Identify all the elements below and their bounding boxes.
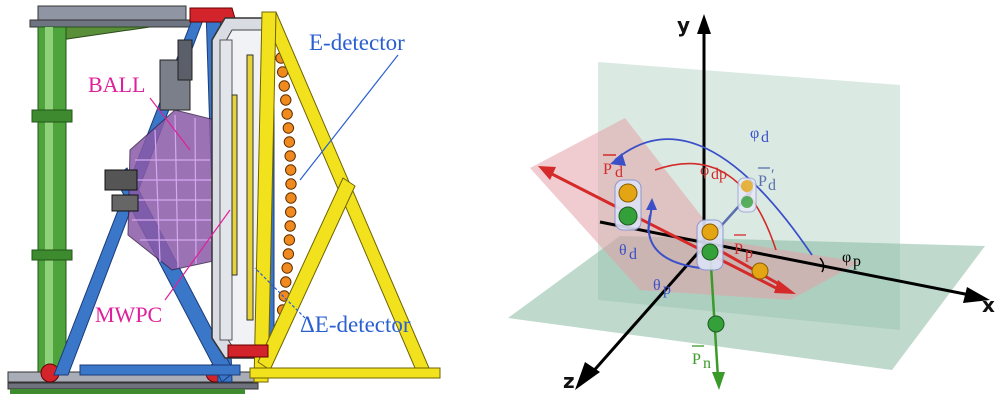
e-detector-block — [284, 150, 296, 162]
e-detector-block — [284, 220, 296, 232]
proton-ball — [618, 183, 638, 203]
de-detector-pointer — [254, 267, 306, 319]
label-mwpc: MWPC — [95, 302, 162, 327]
e-detector-block — [281, 262, 293, 274]
z-axis-label: z — [563, 369, 575, 393]
svg-text:φ: φ — [842, 249, 851, 266]
pn-arrow — [712, 372, 725, 390]
svg-text:p: p — [853, 253, 861, 270]
svg-text:θ: θ — [619, 242, 627, 259]
column-collar — [31, 109, 73, 123]
e-detector-block — [284, 164, 297, 176]
svg-text:d: d — [629, 246, 637, 263]
label-pp: P p — [734, 234, 753, 262]
pp-arrow — [774, 280, 796, 294]
e-detector-pointer — [299, 54, 399, 181]
ball-pointer — [149, 97, 191, 151]
label-theta-d: θ d — [619, 242, 637, 263]
e-detector-block — [282, 248, 295, 260]
label-phi-dp: φ dp — [700, 162, 727, 183]
delta-e-plane — [246, 54, 254, 321]
e-detector-block — [280, 94, 292, 106]
label-phi-d: φ d — [750, 125, 769, 146]
e-detector-block — [281, 108, 293, 120]
neutron-ball — [701, 243, 719, 261]
label-de-detector: ΔE-detector — [300, 312, 411, 337]
x-axis — [599, 220, 976, 298]
z-axis — [588, 245, 706, 376]
e-detector-block — [282, 122, 295, 134]
svg-text:θ: θ — [653, 277, 661, 294]
svg-text:d: d — [615, 164, 623, 181]
red-bottom-clamp — [227, 344, 269, 358]
svg-text:P: P — [603, 161, 612, 178]
svg-text:′: ′ — [771, 167, 775, 184]
svg-text:P: P — [734, 241, 743, 258]
e-detector-block — [278, 80, 290, 92]
base-rail-lower — [7, 382, 259, 390]
phi-p-arc — [819, 257, 825, 273]
svg-text:φ: φ — [700, 162, 709, 179]
label-pd: P d — [603, 154, 623, 181]
x-axis-label: x — [982, 293, 995, 317]
base-green-strip — [10, 389, 245, 394]
support-bracket — [59, 26, 151, 41]
proton-ball — [741, 180, 753, 192]
label-e-detector: E-detector — [309, 30, 405, 55]
scattered-neutron-ball — [707, 315, 725, 333]
label-pn: P n — [692, 345, 711, 372]
svg-text:d: d — [761, 129, 769, 146]
e-detector-block — [280, 276, 292, 288]
label-ball: BALL — [88, 72, 145, 97]
e-detector-block — [285, 178, 297, 190]
yellow-frame-base — [249, 367, 441, 379]
proton-ball — [701, 223, 719, 241]
phi-d-arrowhead — [610, 153, 626, 166]
mwpc-plane — [231, 94, 238, 276]
x-axis-arrow — [963, 287, 990, 303]
z-axis-arrow — [575, 362, 600, 390]
theta-d-arrowhead — [646, 198, 657, 210]
svg-text:P: P — [758, 173, 767, 190]
y-axis-arrow — [697, 14, 711, 34]
svg-text:P: P — [692, 351, 701, 368]
svg-text:φ: φ — [750, 125, 759, 142]
blue-frame-base — [79, 364, 241, 376]
svg-text:n: n — [703, 355, 711, 372]
svg-text:p: p — [663, 281, 671, 298]
phi-d-arc — [614, 138, 813, 256]
top-plate-rim — [29, 19, 196, 28]
label-theta-p: θ p — [653, 277, 671, 298]
pd-arrow — [538, 166, 556, 180]
column-collar — [31, 249, 73, 261]
kinematics-diagram: y x z — [508, 13, 995, 393]
phi-dp-arc — [654, 162, 777, 251]
pn-vector — [708, 249, 720, 379]
e-detector-block — [283, 136, 296, 148]
pd-vector — [547, 170, 781, 292]
label-pd-prime: P d ′ — [758, 167, 776, 194]
svg-text:d: d — [768, 177, 776, 194]
neutron-ball — [618, 206, 638, 226]
label-phi-p: φ p — [842, 249, 861, 270]
y-axis-label: y — [677, 13, 690, 37]
e-detector-block — [283, 234, 296, 246]
e-detector-block — [284, 206, 297, 218]
neutron-ball — [741, 196, 753, 208]
svg-text:p: p — [745, 245, 753, 262]
e-detector-block — [285, 192, 297, 204]
mwpc-pointer — [164, 209, 231, 301]
svg-text:dp: dp — [711, 166, 727, 183]
scattered-proton-ball — [751, 262, 769, 280]
yellow-frame-beam — [253, 11, 277, 383]
green-column-highlight — [45, 27, 53, 387]
top-plate — [37, 5, 187, 21]
